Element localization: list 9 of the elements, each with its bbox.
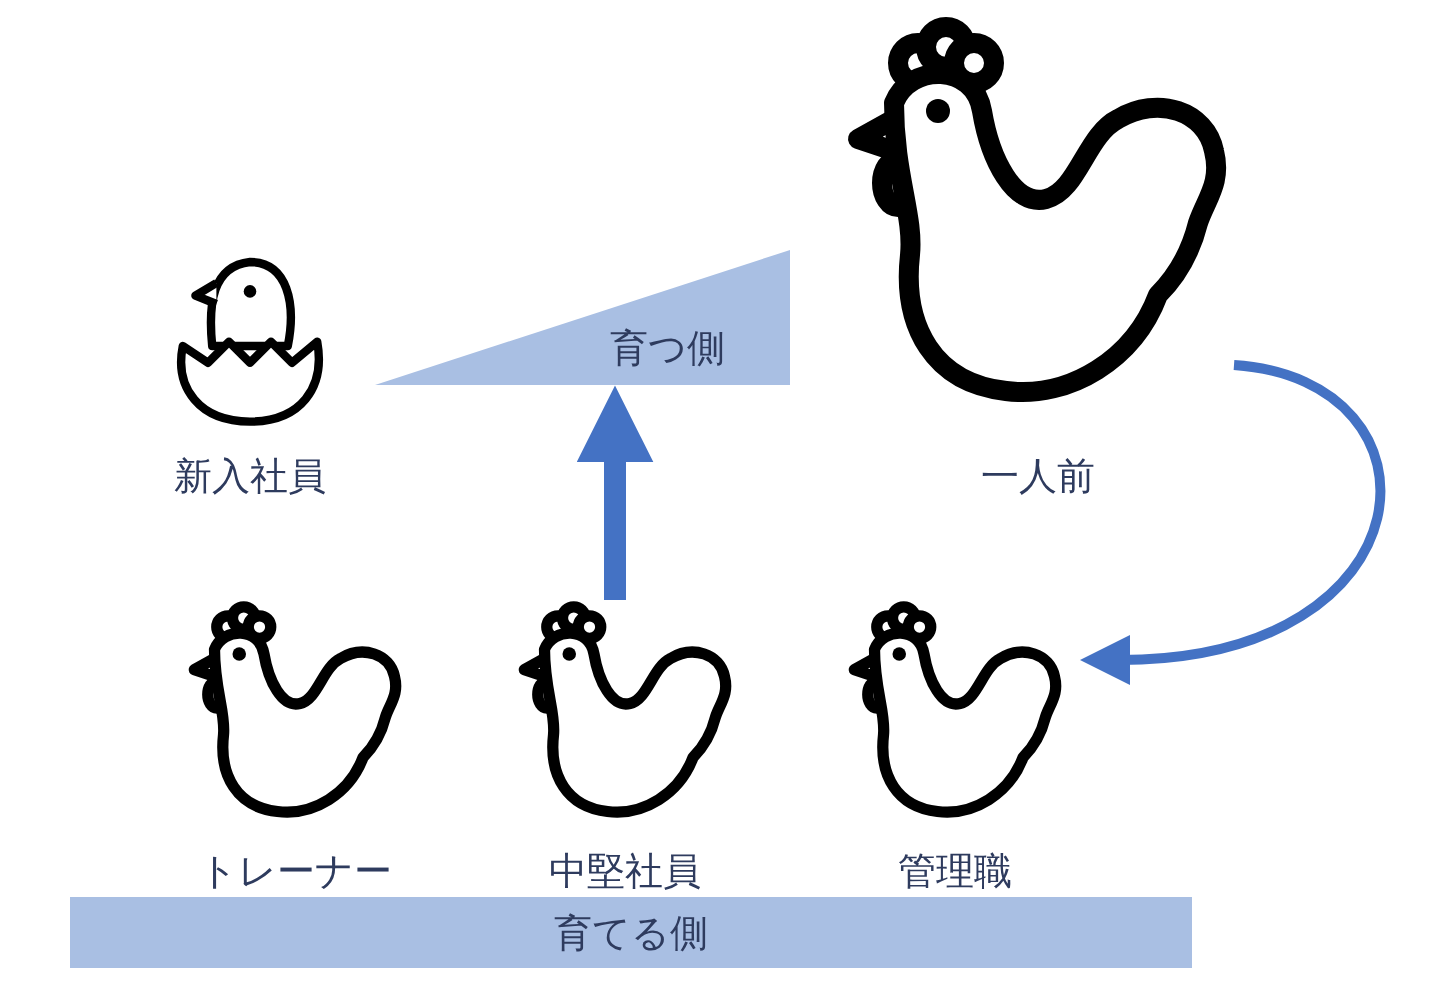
role-label: 一人前 bbox=[980, 457, 1095, 495]
band-label: 育つ側 bbox=[610, 328, 725, 367]
role-label: トレーナー bbox=[198, 852, 392, 890]
band-label: 育てる側 bbox=[554, 913, 708, 952]
band-bar bbox=[70, 897, 1192, 968]
role-label: 中堅社員 bbox=[549, 852, 701, 890]
role-label: 新入社員 bbox=[174, 457, 326, 495]
curved-arrow bbox=[1080, 360, 1386, 685]
role-label: 管理職 bbox=[898, 852, 1012, 890]
